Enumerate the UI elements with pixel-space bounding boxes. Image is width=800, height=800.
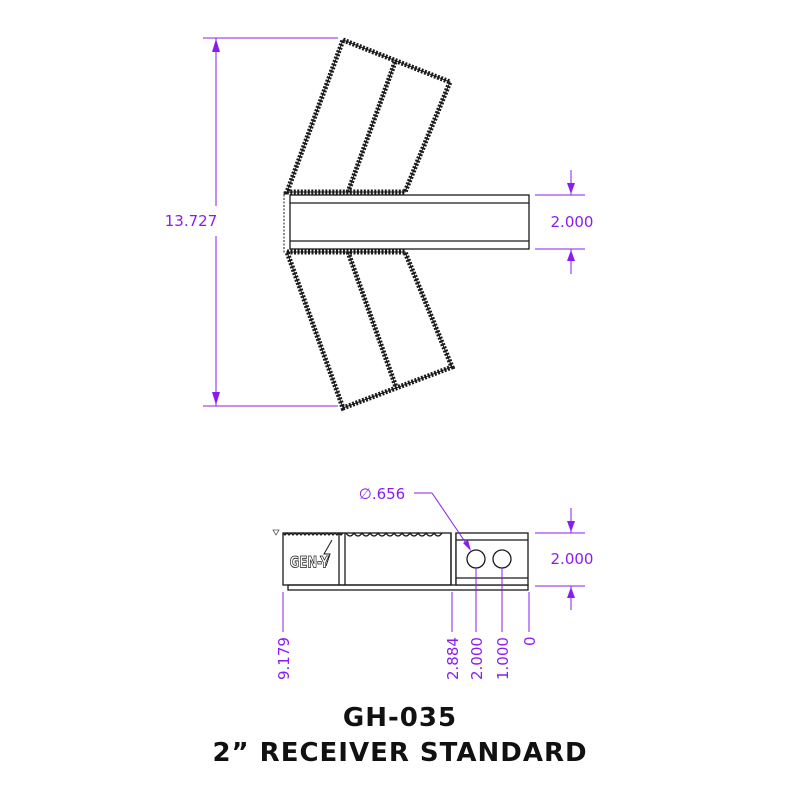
side-view: GEN-Y ∅.656 2.000 9.179 2.88 xyxy=(272,485,594,680)
ordinate-label-2884: 2.884 xyxy=(444,637,462,680)
ordinate-label-1000: 1.000 xyxy=(494,637,512,680)
surface-finish-marker xyxy=(272,529,280,536)
hole-diameter-leader xyxy=(414,492,471,551)
serrated-edge-left xyxy=(282,532,344,536)
shank-height-dimension-side xyxy=(535,508,585,610)
upper-wing-plate xyxy=(283,36,454,195)
overall-height-dimension xyxy=(203,37,338,407)
geny-logo: GEN-Y xyxy=(290,554,330,572)
overall-height-label: 13.727 xyxy=(165,212,218,230)
hole-diameter-label: ∅.656 xyxy=(359,485,405,503)
ordinate-label-2000: 2.000 xyxy=(468,637,486,680)
shank-height-label-side: 2.000 xyxy=(551,550,594,568)
ordinate-label-9179: 9.179 xyxy=(275,637,293,680)
ordinate-label-0: 0 xyxy=(521,636,539,646)
top-view: 13.727 2.000 xyxy=(165,36,594,412)
part-number: GH-035 xyxy=(342,703,458,733)
part-description: 2” RECEIVER STANDARD xyxy=(212,738,588,768)
ordinate-extension-lines xyxy=(282,568,530,632)
logo-bolt-icon xyxy=(323,539,333,567)
shank-tube xyxy=(289,194,530,250)
lower-wing-plate xyxy=(283,249,456,412)
shank-height-label-top: 2.000 xyxy=(551,213,594,231)
shank-height-dimension-top xyxy=(535,170,585,274)
